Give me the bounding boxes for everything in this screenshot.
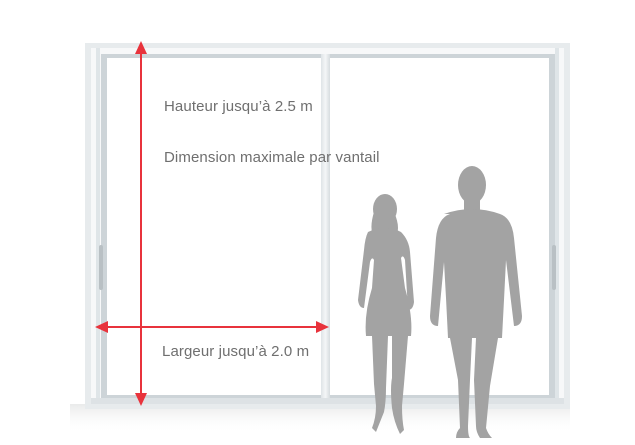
man-silhouette	[430, 166, 522, 438]
width-arrow	[95, 321, 329, 333]
left-handle	[99, 245, 103, 290]
height-label: Hauteur jusqu’à 2.5 m	[164, 98, 313, 115]
width-label: Largeur jusqu’à 2.0 m	[162, 343, 310, 360]
right-handle	[552, 245, 556, 290]
max-dimension-label: Dimension maximale par vantail	[164, 149, 380, 166]
height-arrow	[135, 41, 147, 406]
woman-silhouette	[358, 194, 414, 434]
